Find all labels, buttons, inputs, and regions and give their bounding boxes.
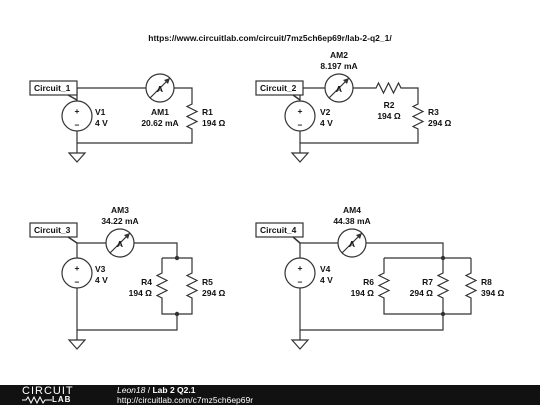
r8-value: 394 Ω [481, 288, 505, 298]
circuit-tag-4: Circuit_4 [255, 222, 304, 244]
r8-name: R8 [481, 277, 492, 287]
ground-symbol [291, 142, 309, 163]
r5-value: 294 Ω [202, 288, 226, 298]
junction-dot [174, 311, 180, 317]
svg-text:Circuit_3: Circuit_3 [34, 225, 71, 235]
am2-name: AM2 [330, 50, 348, 60]
junction-dot [440, 311, 446, 317]
v2-name: V2 [320, 107, 331, 117]
svg-text:A: A [157, 84, 163, 94]
r5-name: R5 [202, 277, 213, 287]
circuit-4: + − V4 4 V A AM4 44.38 mA R6 194 Ω R7 29… [255, 205, 505, 350]
svg-text:Circuit_4: Circuit_4 [260, 225, 297, 235]
ammeter-am1: A [145, 73, 175, 103]
r3-value: 294 Ω [428, 118, 452, 128]
logo-wave-icon [22, 396, 52, 404]
am2-reading: 8.197 mA [320, 61, 357, 71]
resistor-r7 [436, 270, 450, 300]
r3-name: R3 [428, 107, 439, 117]
circuit-link[interactable]: http://circuitlab.com/c7mz5ch6ep69r [117, 394, 254, 405]
r4-name: R4 [141, 277, 152, 287]
svg-text:+: + [75, 263, 80, 273]
resistor-r2 [373, 81, 404, 95]
svg-text:+: + [298, 106, 303, 116]
r1-name: R1 [202, 107, 213, 117]
circuitlab-logo: CIRCUIT LAB [22, 385, 92, 405]
v4-value: 4 V [320, 275, 333, 285]
svg-text:Circuit_1: Circuit_1 [34, 83, 71, 93]
voltage-source-v2: + − [284, 100, 316, 132]
am4-reading: 44.38 mA [333, 216, 370, 226]
svg-text:Circuit_2: Circuit_2 [260, 83, 297, 93]
r4-value: 194 Ω [129, 288, 153, 298]
ammeter-am2: A [324, 73, 354, 103]
v3-name: V3 [95, 264, 106, 274]
logo-text-bottom: LAB [52, 395, 72, 404]
footer-info: Leon18 / Lab 2 Q2.1 http://circuitlab.co… [117, 385, 254, 405]
svg-text:−: − [298, 120, 303, 130]
svg-text:+: + [298, 263, 303, 273]
schematic-canvas: https://www.circuitlab.com/circuit/7mz5c… [29, 33, 505, 350]
svg-text:−: − [75, 120, 80, 130]
logo-text-top: CIRCUIT [22, 385, 74, 397]
svg-text:A: A [117, 239, 123, 249]
circuit-tag-1: Circuit_1 [29, 80, 78, 101]
v3-value: 4 V [95, 275, 108, 285]
footer-separator: / [145, 385, 153, 395]
r6-value: 194 Ω [351, 288, 375, 298]
junction-dot [174, 255, 180, 261]
r2-name: R2 [384, 100, 395, 110]
r7-name: R7 [422, 277, 433, 287]
circuit-title: Lab 2 Q2.1 [152, 385, 196, 395]
ammeter-am3: A [105, 228, 135, 258]
circuit-3: + − V3 4 V A AM3 34.22 mA R4 194 Ω R5 29… [29, 205, 226, 350]
resistor-r5 [185, 270, 199, 300]
am1-reading: 20.62 mA [141, 118, 178, 128]
resistor-r3 [411, 101, 425, 131]
ground-symbol [291, 329, 309, 350]
r2-value: 194 Ω [377, 111, 401, 121]
author-link[interactable]: Leon18 [117, 385, 146, 395]
am1-name: AM1 [151, 107, 169, 117]
am3-name: AM3 [111, 205, 129, 215]
svg-text:−: − [75, 277, 80, 287]
resistor-r8 [464, 270, 478, 300]
circuit-2: + − V2 4 V A AM2 8.197 mA R2 194 Ω R3 29… [255, 50, 452, 163]
resistor-r4 [155, 270, 169, 300]
ground-symbol [68, 142, 86, 163]
svg-text:A: A [336, 84, 342, 94]
junction-dot [440, 255, 446, 261]
voltage-source-v3: + − [61, 257, 93, 289]
v4-name: V4 [320, 264, 331, 274]
svg-text:−: − [298, 277, 303, 287]
svg-text:A: A [349, 239, 355, 249]
resistor-r6 [377, 270, 391, 300]
circuit-1: + − V1 4 V A AM1 20.62 mA R1 194 Ω Circu… [29, 73, 226, 163]
ammeter-am4: A [337, 228, 367, 258]
resistor-r1 [185, 101, 199, 131]
circuit-tag-2: Circuit_2 [255, 80, 304, 101]
r6-name: R6 [363, 277, 374, 287]
r1-value: 194 Ω [202, 118, 226, 128]
ground-symbol [68, 329, 86, 350]
am3-reading: 34.22 mA [101, 216, 138, 226]
am4-name: AM4 [343, 205, 361, 215]
svg-text:+: + [75, 106, 80, 116]
circuit-tag-3: Circuit_3 [29, 222, 78, 244]
voltage-source-v1: + − [61, 100, 93, 132]
r7-value: 294 Ω [410, 288, 434, 298]
voltage-source-v4: + − [284, 257, 316, 289]
v1-name: V1 [95, 107, 106, 117]
v1-value: 4 V [95, 118, 108, 128]
footer-bar: CIRCUIT LAB Leon18 / Lab 2 Q2.1 http://c… [0, 385, 540, 405]
circuit-url: https://www.circuitlab.com/circuit/7mz5c… [148, 33, 392, 43]
v2-value: 4 V [320, 118, 333, 128]
